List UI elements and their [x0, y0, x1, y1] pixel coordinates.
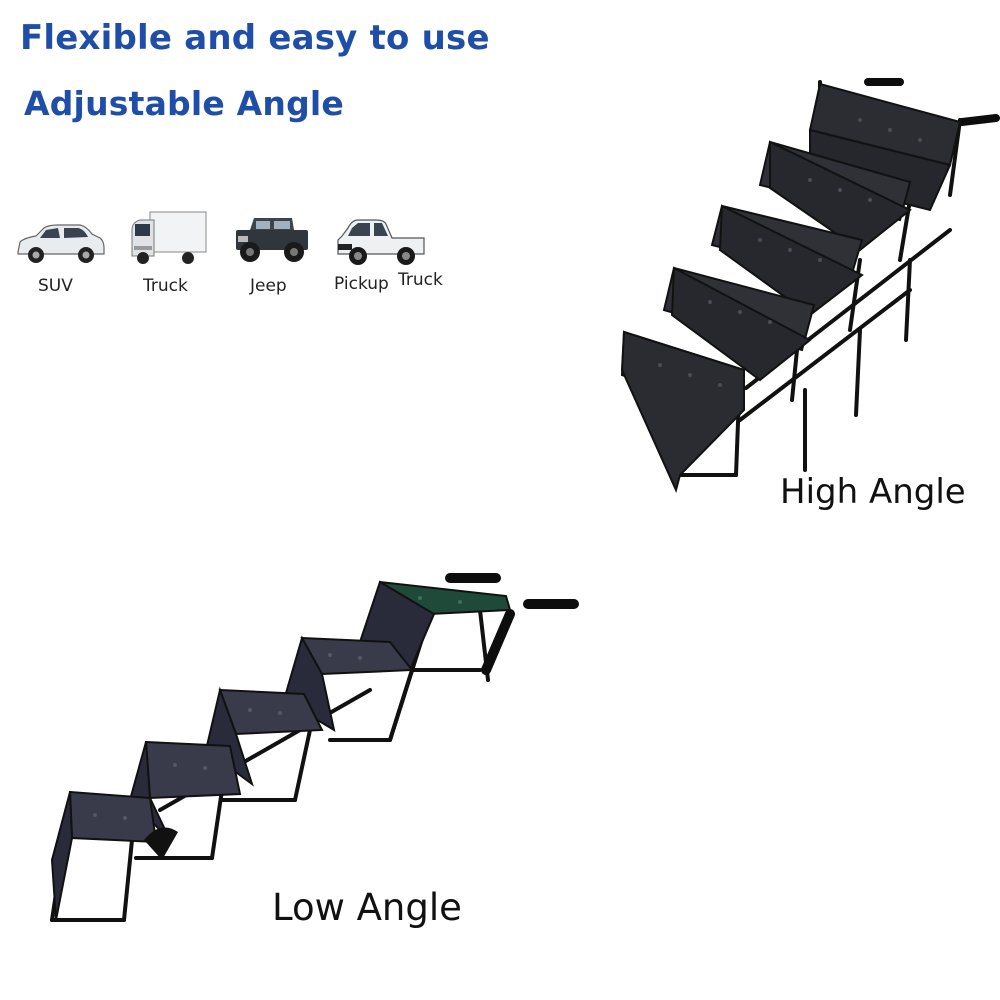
truck-icon: [130, 208, 208, 268]
vehicle-label-jeep: Jeep: [250, 276, 287, 296]
vehicle-label-pickup-truck: Truck: [398, 270, 443, 290]
headline-adjustable-angle: Adjustable Angle: [24, 84, 345, 123]
jeep-icon: [230, 212, 314, 266]
suv-icon: [14, 218, 106, 266]
low-angle-label: Low Angle: [272, 886, 462, 929]
low-angle-stairs-image: [40, 570, 600, 944]
high-angle-label: High Angle: [780, 472, 966, 512]
high-angle-stairs-image: [610, 70, 1000, 504]
vehicle-label-truck: Truck: [143, 276, 188, 296]
vehicle-label-pickup: Pickup: [334, 274, 389, 294]
headline-flexible: Flexible and easy to use: [20, 18, 490, 58]
vehicle-label-suv: SUV: [38, 276, 73, 296]
pickup-truck-icon: [336, 214, 426, 268]
